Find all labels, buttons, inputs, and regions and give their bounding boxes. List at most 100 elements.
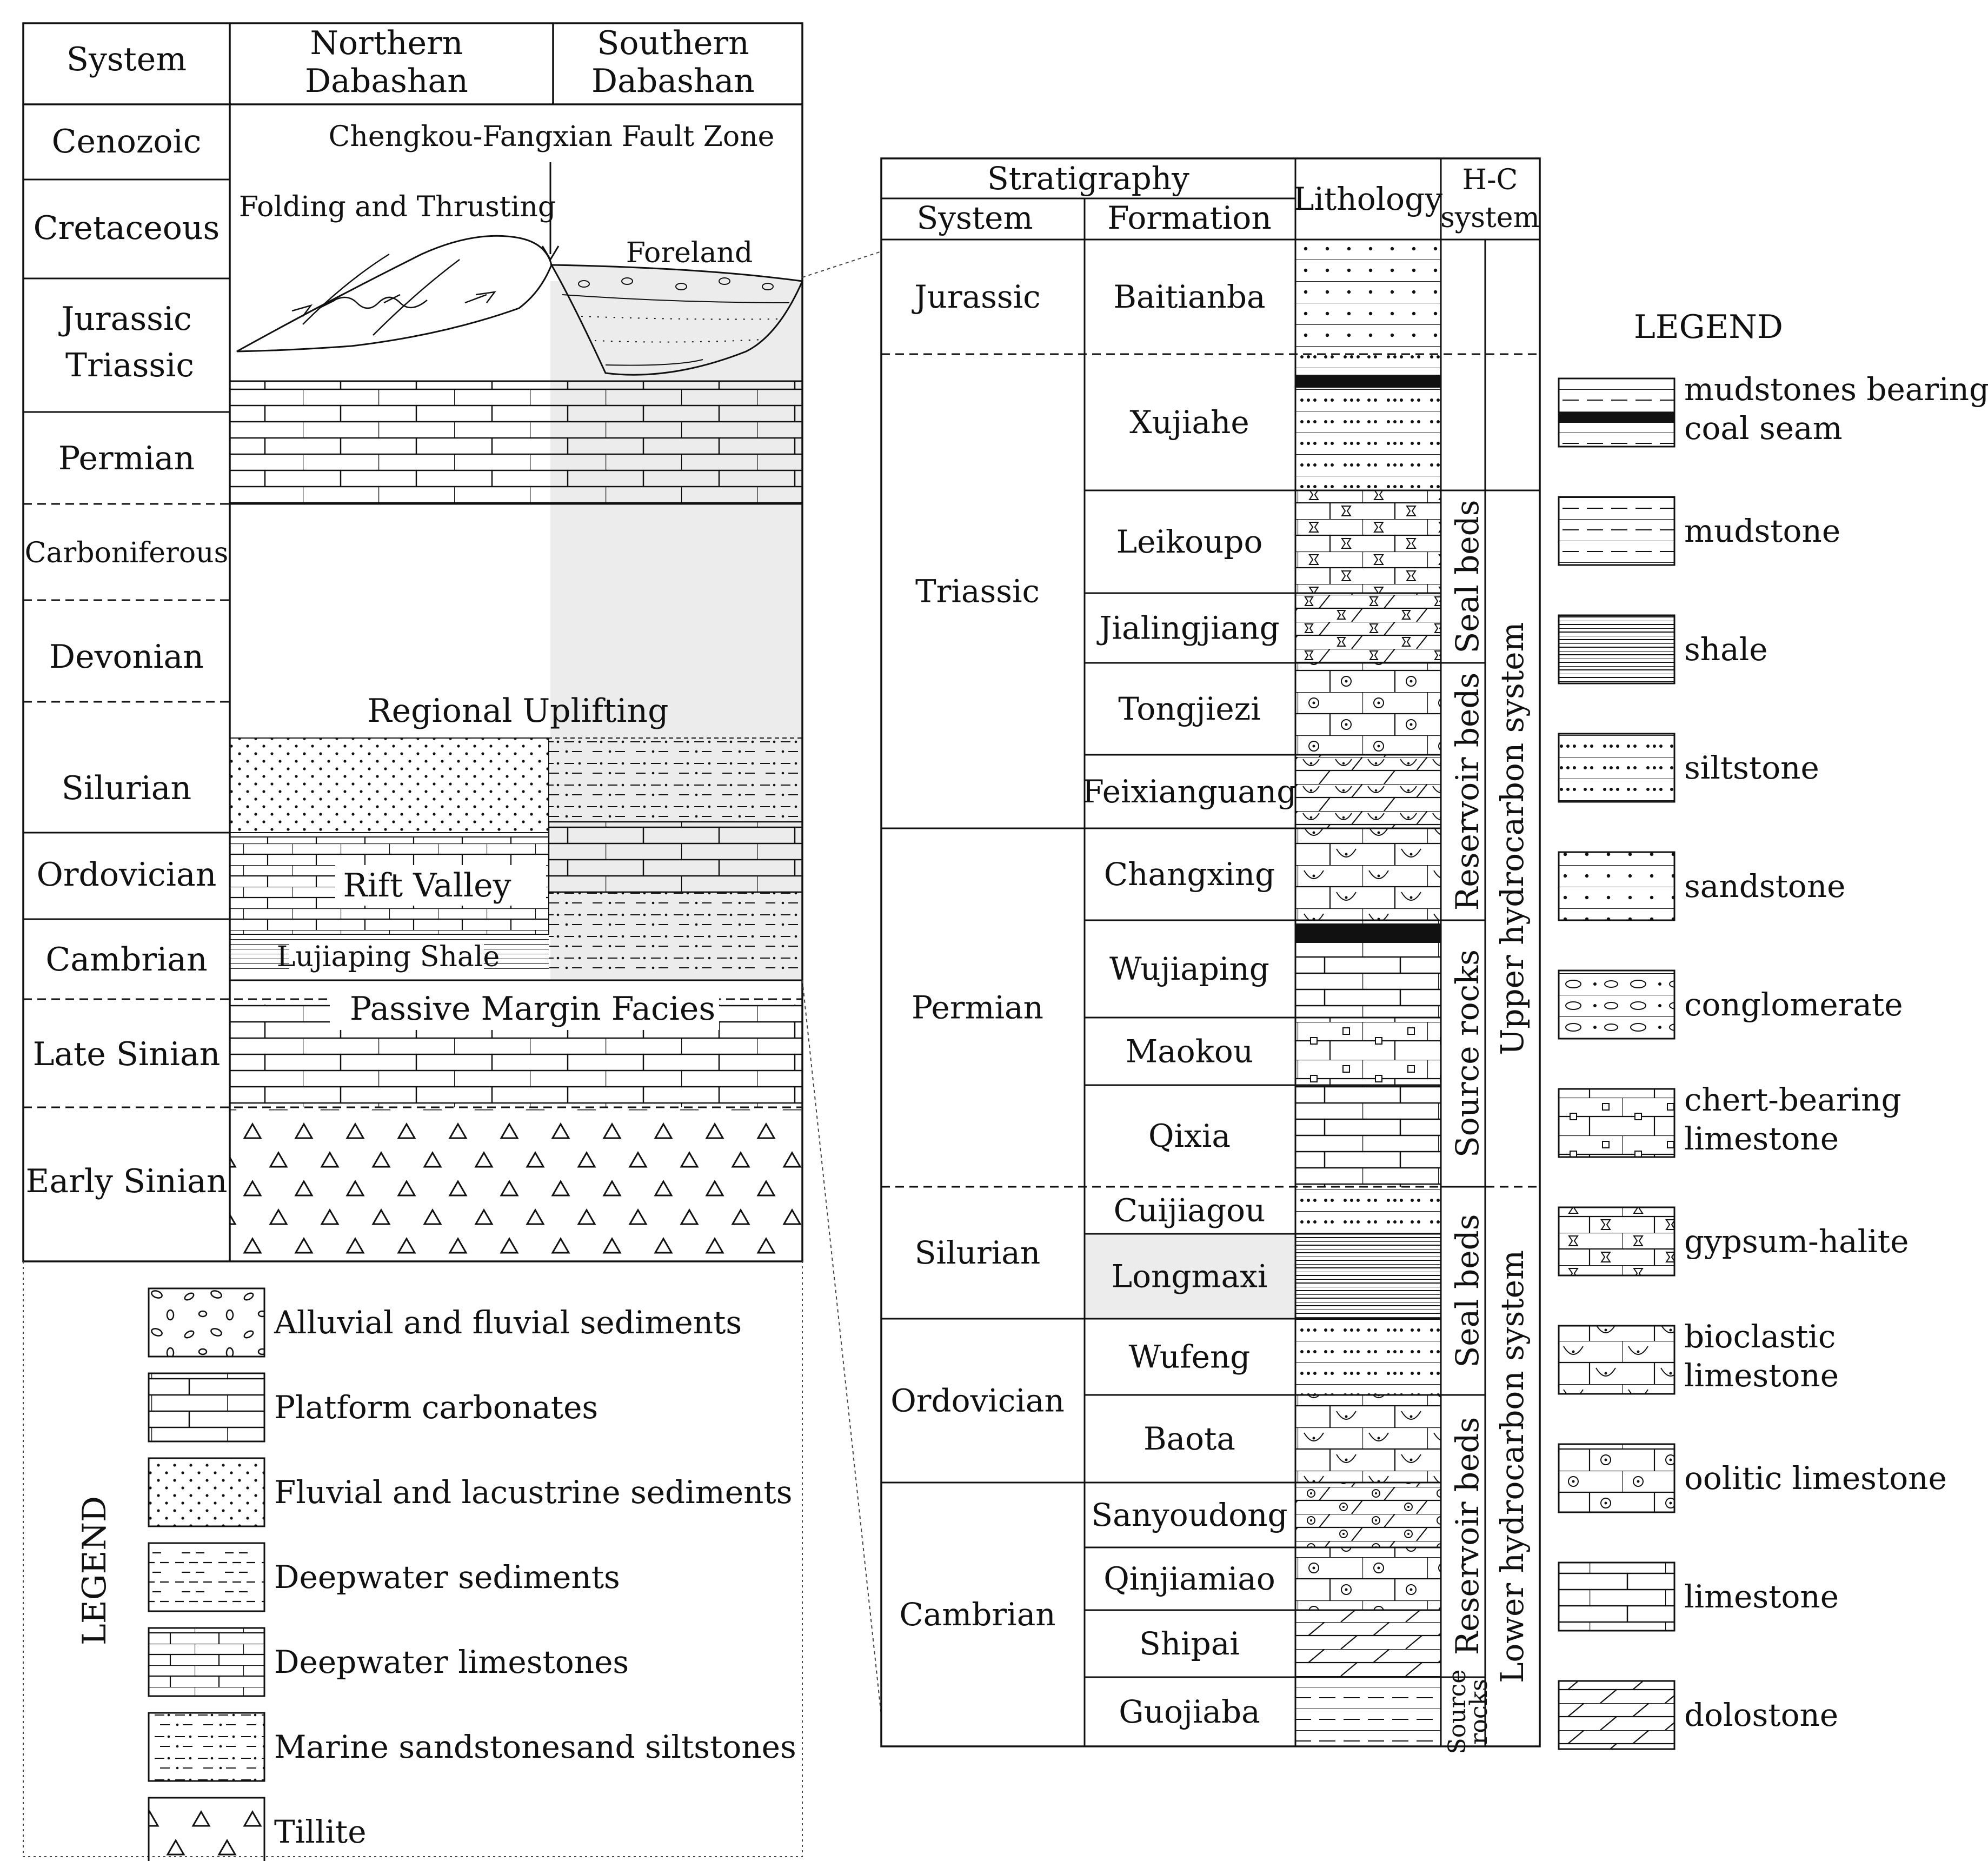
northern-line2: Dabashan: [305, 62, 468, 100]
system-label: Cambrian: [899, 1596, 1055, 1633]
formation-row: Baota: [1085, 1395, 1441, 1484]
tillite-band: [230, 1109, 802, 1261]
formation-name: Xujiahe: [1129, 404, 1249, 441]
left-legend-swatch: [148, 1457, 265, 1527]
header-formation: Formation: [1107, 200, 1271, 236]
system-label: Permian: [912, 989, 1043, 1026]
coal-seam: [1295, 375, 1441, 388]
foreland-basin: [550, 264, 804, 376]
formation-row: Shipai: [1085, 1610, 1441, 1678]
left-legend-label: Alluvial and fluvial sediments: [274, 1304, 742, 1341]
lithology-cell: [1295, 1677, 1441, 1746]
formation-row: Feixianguang: [1082, 755, 1441, 829]
formation-name: Baota: [1143, 1420, 1235, 1457]
formation-name: Tongjiezi: [1118, 690, 1261, 727]
passive-label: Passive Margin Facies: [350, 990, 715, 1028]
right-legend-swatch: [1558, 1443, 1675, 1513]
right-legend-label: dolostone: [1684, 1697, 1838, 1733]
hc-bed-label: Seal beds: [1449, 500, 1486, 654]
hc-bed-label: Reservoir beds: [1449, 1417, 1486, 1656]
connector-bottom: [802, 980, 882, 1716]
formation-rows: BaitianbaXujiaheLeikoupoJialingjiangTong…: [881, 240, 1540, 1746]
system-label: Ordovician: [890, 1383, 1065, 1419]
left-system-label: Cenozoic: [52, 123, 202, 161]
right-legend-label: conglomerate: [1684, 986, 1903, 1023]
stratigraphy-table: Stratigraphy System Formation Lithology …: [880, 157, 1541, 1754]
south-limestone: [548, 821, 803, 893]
formation-row: Leikoupo: [1085, 490, 1441, 594]
fault-label: Chengkou-Fangxian Fault Zone: [329, 121, 775, 153]
right-legend-label: siltstone: [1684, 749, 1819, 786]
shale-label: Lujiaping Shale: [277, 941, 500, 973]
left-legend-label: Fluvial and lacustrine sediments: [274, 1474, 792, 1511]
system-label: Jurassic: [912, 278, 1040, 315]
hc-system-label: Upper hydrocarbon system: [1494, 622, 1531, 1055]
left-system-label: Silurian: [62, 769, 191, 807]
left-legend-swatch: [148, 1797, 265, 1861]
lithology-cell: [1295, 1018, 1441, 1085]
right-legend-swatch: [1558, 1088, 1675, 1158]
silurian-marine: [549, 738, 802, 822]
folding-label: Folding and Thrusting: [239, 191, 556, 223]
foreland-label: Foreland: [626, 237, 753, 269]
right-legend-swatch: [1558, 1680, 1675, 1750]
formation-row: Jialingjiang: [1085, 593, 1441, 664]
lithology-cell: [1295, 1085, 1441, 1187]
lithology-cell: [1295, 593, 1441, 663]
formation-row: Sanyoudong: [1085, 1483, 1441, 1548]
hc-bed-label: Source rocks: [1449, 949, 1486, 1158]
right-legend-label: gypsum-halite: [1684, 1223, 1909, 1260]
left-system-label: Permian: [58, 440, 195, 477]
lithology-cell: [1295, 1395, 1441, 1483]
system-label: Triassic: [915, 573, 1040, 610]
formation-row: Wufeng: [1085, 1319, 1441, 1396]
longmaxi-highlight: [1085, 1234, 1296, 1319]
header-stratigraphy: Stratigraphy: [987, 160, 1189, 197]
left-legend-swatch: [148, 1712, 265, 1782]
formation-name: Wufeng: [1129, 1339, 1251, 1375]
formation-name: Guojiaba: [1119, 1693, 1260, 1730]
system-cells: JurassicTriassicPermianSilurianOrdovicia…: [881, 278, 1085, 1633]
lithology-cell: [1295, 1547, 1441, 1610]
right-table-border: [880, 157, 1541, 1747]
right-legend-label: sandstone: [1684, 868, 1846, 905]
formation-name: Changxing: [1104, 856, 1275, 893]
right-legend-swatch: [1558, 614, 1675, 684]
header-lithology: Lithology: [1293, 181, 1442, 217]
lithology-cell: [1295, 1234, 1441, 1319]
left-legend-label: Marine sandstonesand siltstones: [274, 1729, 796, 1765]
left-legend-swatch: [148, 1287, 265, 1358]
left-legend-label: Deepwater sediments: [274, 1559, 620, 1596]
left-system-label: Cretaceous: [34, 209, 220, 247]
lithology-cell: [1295, 1187, 1441, 1234]
left-system-label: Carboniferous: [25, 537, 229, 569]
left-system-label: Ordovician: [37, 856, 217, 894]
right-legend-title: LEGEND: [1634, 308, 1783, 346]
lithology-cell: [1295, 490, 1441, 593]
formation-name: Cuijiagou: [1114, 1192, 1266, 1229]
hc-bed-label: Reservoir beds: [1449, 673, 1486, 911]
formation-row: Changxing: [1085, 828, 1441, 921]
left-system-label: Devonian: [49, 638, 204, 676]
lithology-cell: [1295, 354, 1441, 490]
rift-label: Rift Valley: [343, 867, 511, 905]
formation-name: Leikoupo: [1116, 523, 1263, 560]
northern-line1: Northern: [310, 24, 463, 62]
system-label: Silurian: [915, 1234, 1040, 1271]
right-legend-label: shale: [1684, 631, 1768, 668]
formation-name: Qinjiamiao: [1103, 1560, 1275, 1597]
hc-bed-label: Seal beds: [1449, 1214, 1486, 1368]
formation-name: Feixianguang: [1082, 773, 1297, 810]
permian-platform: [229, 380, 803, 505]
left-system-label: Cambrian: [45, 941, 207, 979]
left-header-system: System: [67, 41, 187, 78]
